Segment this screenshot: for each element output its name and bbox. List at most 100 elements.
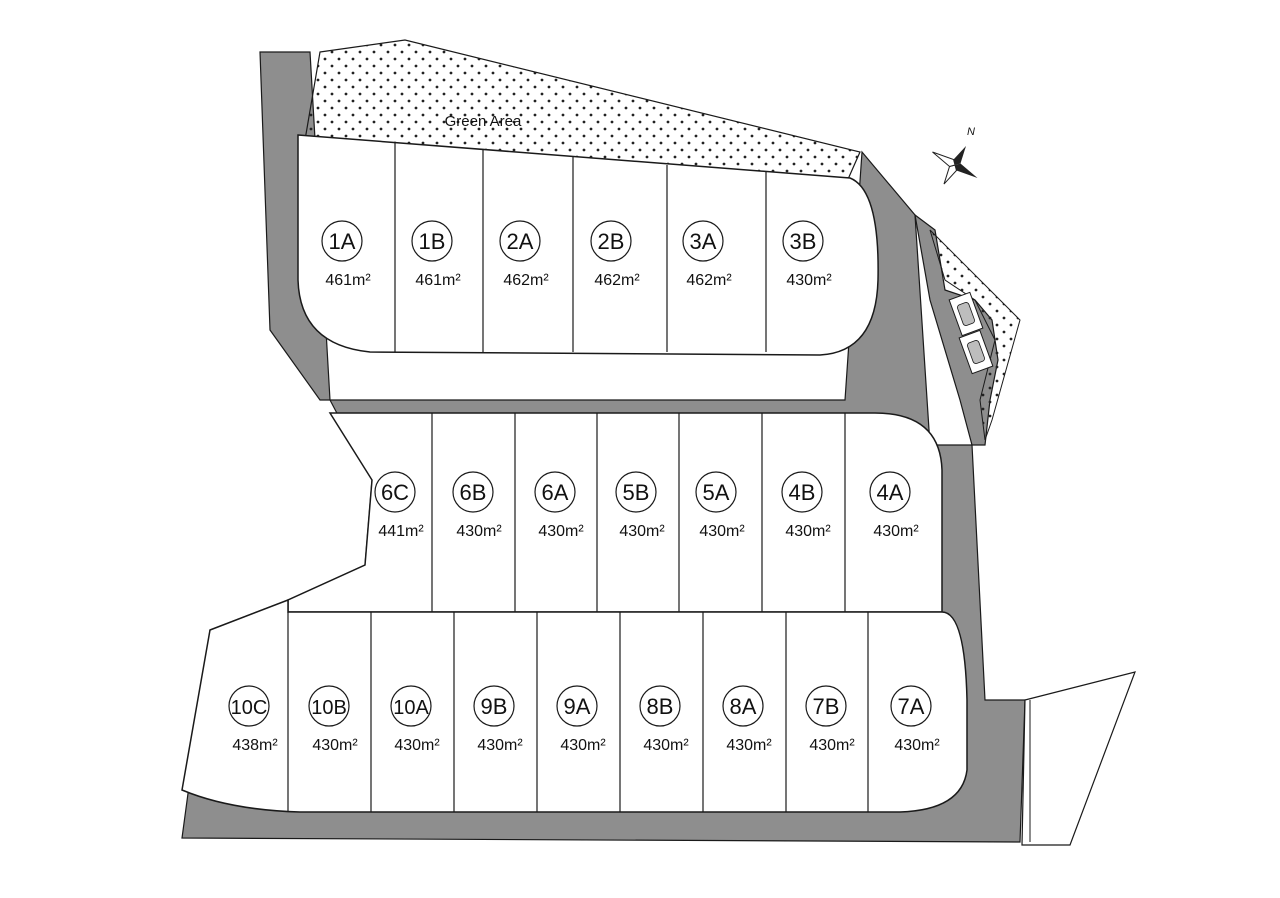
lot-dividers [287, 143, 869, 812]
lot-id-label: 7A [898, 694, 925, 719]
lot-id-circle [682, 220, 724, 262]
lot-6c: 6C 441m² [374, 471, 424, 540]
lot-id-label: 1B [419, 229, 446, 254]
lot-id-circle [639, 685, 681, 727]
lot-area-label: 430m² [699, 523, 745, 540]
lot-area-label: 430m² [809, 737, 855, 754]
east-parcel [1021, 671, 1136, 846]
lot-labels: 1A 461m² 1B 461m² 2A 462m² 2B 462m² 3A 462m² 3B 430… [228, 220, 940, 754]
lot-area-label: 430m² [312, 737, 358, 754]
lot-id-circle [556, 685, 598, 727]
lot-1a: 1A 461m² [321, 220, 371, 289]
lot-id-circle [321, 220, 363, 262]
car-icon [967, 340, 985, 364]
lot-area-label: 430m² [456, 523, 502, 540]
lot-2a: 2A 462m² [499, 220, 549, 289]
lot-area-label: 430m² [477, 737, 523, 754]
green-area-label: Green Area [445, 113, 522, 130]
lot-1b: 1B 461m² [411, 220, 461, 289]
lot-area-label: 430m² [619, 523, 665, 540]
lot-area-label: 430m² [873, 523, 919, 540]
lot-area-label: 430m² [894, 737, 940, 754]
lot-id-circle [781, 471, 823, 513]
lot-area-label: 430m² [726, 737, 772, 754]
lot-id-circle [452, 471, 494, 513]
lot-9a: 9A 430m² [556, 685, 606, 754]
lot-id-circle [695, 471, 737, 513]
lot-id-label: 7B [813, 694, 840, 719]
lot-id-label: 9A [564, 694, 591, 719]
lot-id-label: 10A [393, 697, 429, 719]
lot-4b: 4B 430m² [781, 471, 831, 540]
lot-7a: 7A 430m² [890, 685, 940, 754]
lot-id-circle [722, 685, 764, 727]
lot-8a: 8A 430m² [722, 685, 772, 754]
green-strip-east [929, 229, 1021, 441]
lot-6b: 6B 430m² [452, 471, 502, 540]
lot-id-label: 5B [623, 480, 650, 505]
lot-id-label: 6A [542, 480, 569, 505]
lot-10c: 10C 438m² [228, 685, 278, 754]
lot-area-label: 430m² [785, 523, 831, 540]
lot-id-circle [390, 685, 432, 727]
lot-id-label: 2A [507, 229, 534, 254]
lot-id-label: 8B [647, 694, 674, 719]
lot-area-label: 430m² [394, 737, 440, 754]
lot-area-label: 430m² [643, 737, 689, 754]
lot-area-label: 462m² [686, 272, 732, 289]
block-north [297, 134, 879, 356]
lot-id-circle [374, 471, 416, 513]
lot-5a: 5A 430m² [695, 471, 745, 540]
lot-6a: 6A 430m² [534, 471, 584, 540]
lot-area-label: 438m² [232, 737, 278, 754]
lot-area-label: 430m² [786, 272, 832, 289]
lot-id-label: 10B [311, 697, 347, 719]
lot-id-circle [615, 471, 657, 513]
lot-2b: 2B 462m² [590, 220, 640, 289]
lot-id-label: 8A [730, 694, 757, 719]
lot-id-label: 1A [329, 229, 356, 254]
lot-id-label: 3B [790, 229, 817, 254]
lot-id-label: 4B [789, 480, 816, 505]
lot-id-label: 5A [703, 480, 730, 505]
north-arrow-icon: N [932, 126, 978, 185]
lot-id-circle [411, 220, 453, 262]
lot-area-label: 441m² [378, 523, 424, 540]
block-middle [287, 412, 943, 613]
lot-id-circle [805, 685, 847, 727]
lot-area-label: 461m² [325, 272, 371, 289]
lot-id-label: 2B [598, 229, 625, 254]
lot-id-circle [590, 220, 632, 262]
lot-id-circle [890, 685, 932, 727]
lot-id-label: 6C [381, 480, 409, 505]
lot-id-circle [228, 685, 270, 727]
lot-id-circle [473, 685, 515, 727]
lot-id-label: 10C [231, 697, 268, 719]
lot-id-circle [782, 220, 824, 262]
lot-8b: 8B 430m² [639, 685, 689, 754]
lot-3b: 3B 430m² [782, 220, 832, 289]
lot-3a: 3A 462m² [682, 220, 732, 289]
lot-id-label: 4A [877, 480, 904, 505]
lot-id-label: 9B [481, 694, 508, 719]
lot-id-circle [869, 471, 911, 513]
lot-area-label: 430m² [560, 737, 606, 754]
lot-id-circle [499, 220, 541, 262]
lot-4a: 4A 430m² [869, 471, 919, 540]
lot-area-label: 462m² [503, 272, 549, 289]
lot-5b: 5B 430m² [615, 471, 665, 540]
lot-10a: 10A 430m² [390, 685, 440, 754]
lot-area-label: 462m² [594, 272, 640, 289]
lot-9b: 9B 430m² [473, 685, 523, 754]
parking-area [948, 291, 994, 375]
lot-id-label: 6B [460, 480, 487, 505]
lot-id-circle [308, 685, 350, 727]
lot-10b: 10B 430m² [308, 685, 358, 754]
car-icon [957, 302, 975, 326]
lot-id-circle [534, 471, 576, 513]
lot-id-label: 3A [690, 229, 717, 254]
lot-7b: 7B 430m² [805, 685, 855, 754]
lot-area-label: 461m² [415, 272, 461, 289]
lot-area-label: 430m² [538, 523, 584, 540]
